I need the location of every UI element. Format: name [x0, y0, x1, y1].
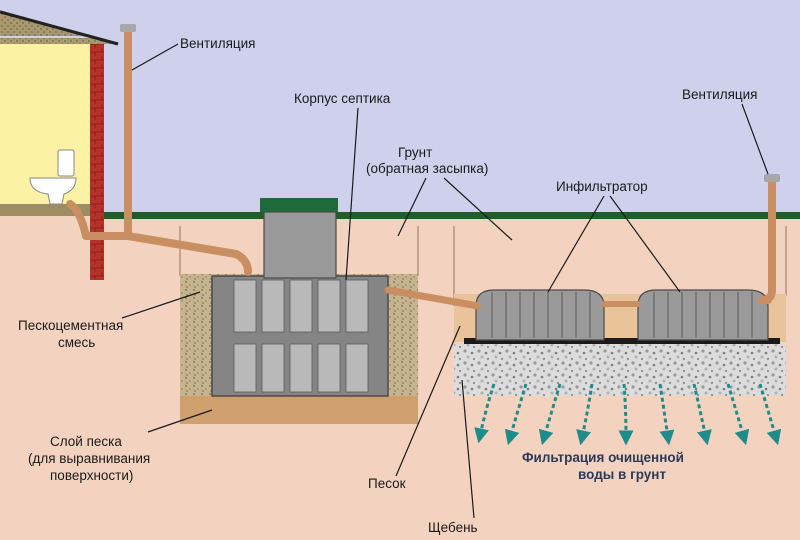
flow-arrow	[576, 383, 594, 446]
brick-wall	[90, 44, 104, 280]
label-filtration-2: воды в грунт	[578, 467, 666, 482]
excavation-outlines	[179, 226, 787, 306]
gravel-bed	[454, 344, 786, 396]
inlet-pipe	[66, 200, 252, 276]
flow-arrow	[504, 383, 528, 446]
flow-arrow	[726, 383, 750, 446]
infiltrator-right	[637, 289, 769, 341]
label-filtration: Фильтрация очищенной	[522, 450, 684, 465]
tank-lid	[260, 198, 338, 212]
flow-arrow	[538, 383, 562, 446]
label-sand-cement-2: смесь	[58, 335, 95, 350]
label-tank-body: Корпус септика	[294, 91, 391, 106]
label-sand-layer: Слой песка	[50, 434, 122, 449]
ground-surface-line	[104, 212, 800, 219]
flow-arrow	[692, 383, 712, 446]
sky	[0, 0, 800, 216]
label-sand: Песок	[368, 476, 406, 491]
vent-cap-left	[120, 24, 136, 32]
flow-arrow	[658, 383, 675, 446]
label-infiltrator: Инфильтратор	[556, 179, 648, 194]
label-gravel: Щебень	[428, 520, 478, 535]
label-sand-layer-2: (для выравнивания	[28, 451, 150, 466]
flow-arrow	[618, 383, 634, 446]
label-soil-backfill: (обратная засыпка)	[366, 161, 488, 176]
vent-cap-right	[764, 174, 780, 182]
toilet-icon	[29, 149, 77, 205]
label-sand-cement: Пескоцементная	[18, 318, 123, 333]
septic-tank	[211, 198, 389, 397]
vent-pipe-right	[758, 176, 776, 304]
label-soil: Грунт	[398, 145, 432, 160]
sand-layer	[180, 394, 418, 424]
outlet-pipe	[384, 286, 482, 310]
leader-lines	[121, 43, 769, 519]
flow-arrow	[474, 383, 496, 444]
pipes	[66, 26, 776, 310]
label-vent-left: Вентиляция	[180, 36, 255, 51]
label-sand-layer-3: поверхности)	[50, 468, 133, 483]
filtration-arrows	[474, 383, 782, 446]
label-vent-right: Вентиляция	[682, 87, 757, 102]
infiltrator-left	[475, 289, 605, 341]
flow-arrow	[758, 383, 782, 446]
